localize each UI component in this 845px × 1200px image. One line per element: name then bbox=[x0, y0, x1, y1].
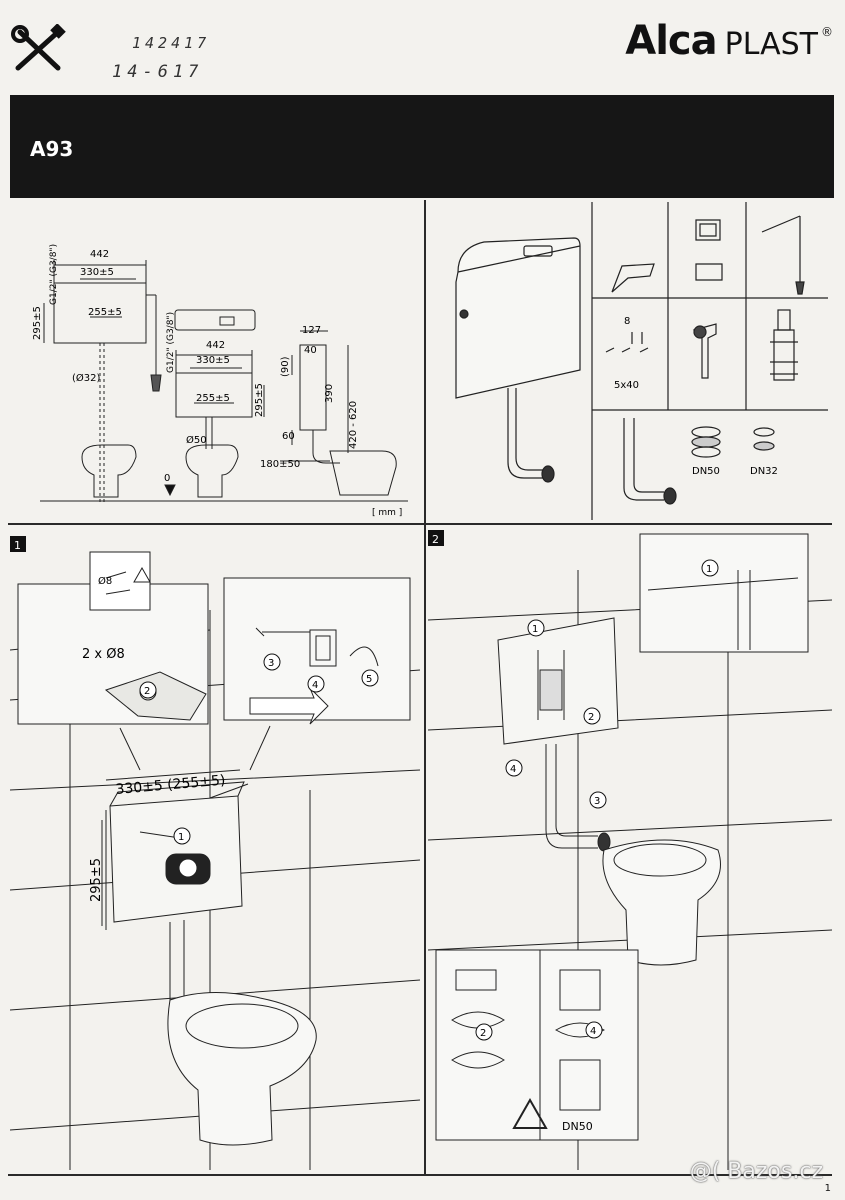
page-number: 1 bbox=[824, 1183, 831, 1194]
step-1-spacing: 330±5 (255±5) bbox=[115, 772, 226, 798]
step-2-callout-3: 3 bbox=[594, 796, 600, 807]
dim-low-inner: 330±5 bbox=[196, 355, 230, 366]
step-2-callout-2b: 2 bbox=[480, 1028, 486, 1039]
dim-side-60: 60 bbox=[282, 431, 295, 442]
step-1-callout-1: 1 bbox=[178, 832, 184, 843]
step-1-callout-2: 2 bbox=[144, 686, 150, 697]
step-1-callout-3: 3 bbox=[268, 658, 274, 669]
step-1-number: 1 bbox=[14, 539, 21, 552]
step-1-drawing: 1 bbox=[10, 536, 421, 1170]
dim-low-inlet: G1/2" (G3/8") bbox=[166, 312, 176, 373]
dimension-drawing: 442 330±5 255±5 295±5 G1/2" (G3/8") (Ø32… bbox=[32, 244, 408, 518]
dim-zero: 0 bbox=[164, 473, 170, 484]
part-screw-size: 8 bbox=[624, 316, 630, 327]
step-2-callout-2a: 2 bbox=[588, 712, 594, 723]
part-seal-dn50: DN50 bbox=[692, 466, 720, 477]
dim-high-pipe: (Ø32) bbox=[72, 372, 100, 384]
step-1-height: 295±5 bbox=[89, 858, 104, 902]
dim-low-outlet: Ø50 bbox=[186, 434, 207, 446]
brand-logo-bold: Alca bbox=[625, 18, 717, 64]
dim-side-offset: 180±50 bbox=[260, 459, 300, 470]
step-2-number: 2 bbox=[432, 533, 439, 546]
model-title: A93 bbox=[30, 137, 74, 161]
tools-icon bbox=[11, 24, 66, 71]
dim-high-width: 442 bbox=[90, 249, 109, 260]
part-screw-count: 5x40 bbox=[614, 380, 639, 391]
part-seal-dn32: DN32 bbox=[750, 466, 778, 477]
dim-high-inlet: G1/2" (G3/8") bbox=[49, 244, 59, 305]
step-2-callout-4b: 4 bbox=[590, 1026, 596, 1037]
step-2-callout-4a: 4 bbox=[510, 764, 516, 775]
handwritten-code-1: 142417 bbox=[132, 34, 211, 52]
dim-low-width: 442 bbox=[206, 340, 225, 351]
dim-low-height: 295±5 bbox=[254, 383, 265, 417]
dim-high-height: 295±5 bbox=[32, 306, 43, 340]
brand-registered: ® bbox=[821, 25, 833, 39]
brand-logo-light: PLAST bbox=[724, 27, 818, 62]
handwritten-code-2: 14-617 bbox=[112, 62, 204, 82]
dim-high-holes: 255±5 bbox=[88, 307, 122, 318]
dim-unit: [ mm ] bbox=[372, 508, 402, 518]
dim-side-top: 40 bbox=[304, 345, 317, 356]
dim-high-inner: 330±5 bbox=[80, 267, 114, 278]
dim-side-390: 390 bbox=[324, 384, 335, 403]
frame-vertical bbox=[424, 200, 426, 1175]
step-1-drill-label: 2 x Ø8 bbox=[82, 647, 125, 662]
dim-side-depth: 127 bbox=[302, 325, 321, 336]
step-1-bit: Ø8 bbox=[98, 575, 112, 587]
step-2-drawing: 2 1 bbox=[428, 530, 832, 1170]
frame-horizontal-mid bbox=[8, 523, 832, 525]
step-1-callout-4: 4 bbox=[312, 680, 318, 691]
dim-side-range: 420 - 620 bbox=[348, 401, 359, 449]
brand-logo: Alca PLAST ® bbox=[625, 18, 833, 66]
bazos-watermark: @( Bazos.cz bbox=[689, 1159, 823, 1184]
parts-drawing: 8 5x40 DN50 DN32 bbox=[455, 202, 828, 520]
frame-horizontal-bottom bbox=[8, 1174, 832, 1176]
model-banner: A93 bbox=[10, 95, 834, 198]
step-1-callout-5: 5 bbox=[366, 674, 372, 685]
step-2-callout-1a: 1 bbox=[706, 564, 712, 575]
step-2-callout-1b: 1 bbox=[532, 624, 538, 635]
dim-side-90: (90) bbox=[280, 356, 291, 377]
dim-low-holes: 255±5 bbox=[196, 393, 230, 404]
step-2-detail-dn: DN50 bbox=[562, 1120, 593, 1133]
